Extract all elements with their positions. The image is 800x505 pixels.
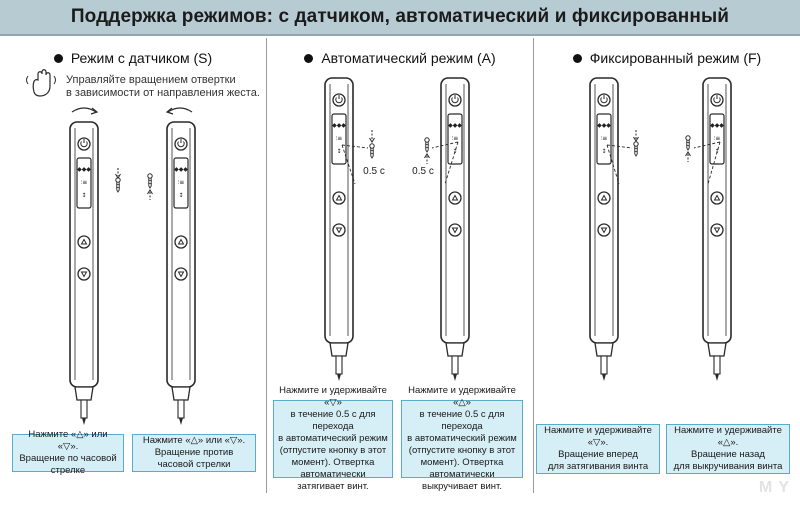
page-title: Поддержка режимов: с датчиком, автоматич… [70,6,730,27]
panel-auto: Автоматический режим (A) Нажмите и удерж… [267,38,533,505]
callout-line [431,141,459,149]
callout-line [707,141,721,185]
screw-up-arrow-icon [147,173,153,200]
screwdriver-auto-right [440,77,470,382]
info-line: момент). Отвертка автоматически [420,457,504,480]
info-line: Нажмите и удерживайте «△». [674,425,782,448]
panel-divider-2 [533,38,534,493]
callout-line [693,141,721,149]
info-line: в автоматический режим [407,433,517,444]
info-line: Вращение по часовой стрелке [19,453,117,476]
delay-label-right: 0.5 с [412,166,434,177]
screw-down-arrow-icon [633,130,639,157]
sensor-right-info: Нажмите «△» или «▽». Вращение против час… [132,434,256,472]
info-line: Вращение против часовой стрелки [154,447,234,470]
callout-line [606,144,633,149]
info-line: в течение 0.5 с для перехода [419,409,505,432]
callout-line [341,144,356,185]
screwdriver-fixed-left [589,77,619,382]
screwdriver-sensor-right [166,121,196,426]
info-line: в течение 0.5 с для перехода [290,409,376,432]
panel-divider-1 [266,38,267,493]
sensor-hint: Управляйте вращением отвертки в зависимо… [66,74,260,100]
info-line: для выкручивания винта [673,461,783,472]
info-line: Нажмите и удерживайте «△» [408,385,516,408]
bullet-icon [53,53,63,63]
gesture-hand-icon [26,69,56,97]
info-line: Нажмите и удерживайте «▽». [544,425,652,448]
rotate-clockwise-icon [71,107,99,115]
screwdriver-sensor-left [69,121,99,426]
fixed-right-info: Нажмите и удерживайте «△». Вращение наза… [666,424,790,474]
screw-up-arrow-icon [685,135,691,162]
info-line: Нажмите и удерживайте «▽» [279,385,387,408]
callout-line [606,144,620,185]
callout-line [341,144,369,149]
info-line: (отпустите кнопку в этот [279,445,387,456]
panel-sensor-heading: Режим с датчиком (S) [0,50,266,66]
bullet-icon [572,53,582,63]
panel-auto-title: Автоматический режим (A) [321,50,496,66]
info-line: Нажмите «△» или «▽». [142,435,246,446]
fixed-left-info: Нажмите и удерживайте «▽». Вращение впер… [536,424,660,474]
panel-auto-heading: Автоматический режим (A) [267,50,533,66]
info-line: в автоматический режим [278,433,388,444]
screwdriver-fixed-right [702,77,732,382]
screw-up-arrow-icon [424,137,430,164]
delay-label-left: 0.5 с [363,166,385,177]
info-line: (отпустите кнопку в этот [408,445,516,456]
bullet-icon [304,53,314,63]
panel-fixed-heading: Фиксированный режим (F) [534,50,800,66]
info-line: для затягивания винта [547,461,649,472]
sensor-left-info: Нажмите «△» или «▽». Вращение по часовой… [12,429,124,476]
info-line: момент). Отвертка автоматически [291,457,375,480]
panel-sensor: Режим с датчиком (S) Управляйте вращение… [0,38,266,505]
info-line: затягивает винт. [297,481,369,492]
callout-line [444,141,459,185]
panel-sensor-title: Режим с датчиком (S) [70,50,213,66]
panel-fixed-title: Фиксированный режим (F) [589,50,762,66]
title-bar: Поддержка режимов: с датчиком, автоматич… [0,0,800,36]
info-line: Вращение назад [691,449,765,460]
screw-down-arrow-icon [369,130,375,159]
info-line: Нажмите «△» или «▽». [28,429,108,452]
info-line: выкручивает винт. [422,481,502,492]
sensor-hint-line2: в зависимости от направления жеста. [66,87,260,99]
auto-right-info: Нажмите и удерживайте «△» в течение 0.5 … [401,385,523,492]
info-line: Вращение вперед [558,449,638,460]
screw-down-arrow-icon [115,168,121,193]
sensor-hint-line1: Управляйте вращением отвертки [66,74,236,86]
auto-left-info: Нажмите и удерживайте «▽» в течение 0.5 … [273,385,393,492]
screwdriver-auto-left [324,77,354,382]
watermark: M Y [758,479,790,496]
panel-fixed: Фиксированный режим (F) Нажмите и удержи… [534,38,800,505]
rotate-counterclockwise-icon [165,107,193,115]
